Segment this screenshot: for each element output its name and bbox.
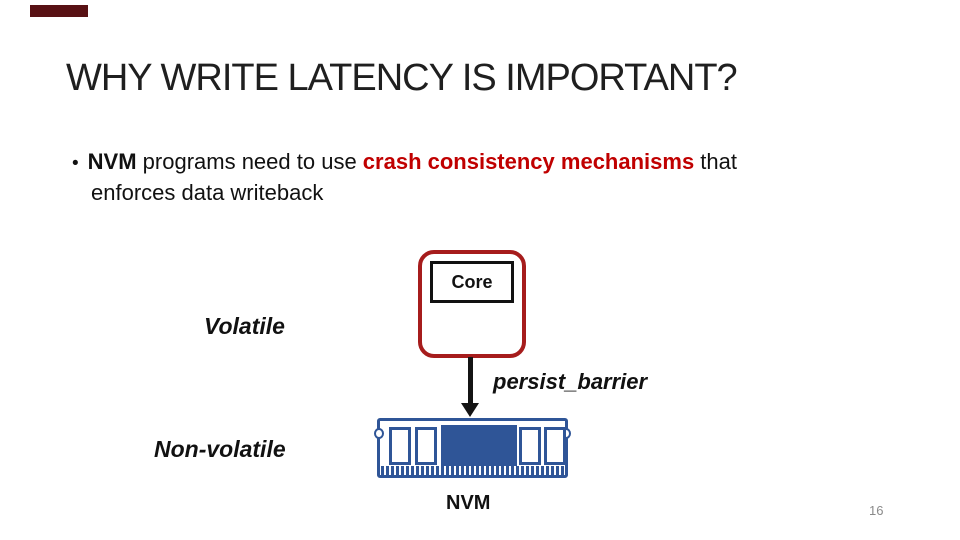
page-title: WHY WRITE LATENCY IS IMPORTANT? xyxy=(66,57,738,99)
core-label: Core xyxy=(451,271,493,292)
nvm-dimm-icon xyxy=(374,418,571,478)
nonvolatile-label: Non-volatile xyxy=(154,436,286,462)
bullet-text-nvm: NVM xyxy=(87,149,137,174)
core-box: Core xyxy=(430,261,514,303)
dimm-notch-left-icon xyxy=(374,428,384,439)
dimm-chip-icon xyxy=(519,427,541,465)
bullet-text-crash-consistency: crash consistency mechanisms xyxy=(362,149,695,174)
dimm-chip-icon xyxy=(544,427,566,465)
top-accent-bar xyxy=(30,5,88,17)
bullet-marker: • xyxy=(72,153,79,174)
nvm-label: NVM xyxy=(446,492,491,514)
bullet-item: • NVM programs need to use crash consiste… xyxy=(72,149,737,175)
down-arrow-icon xyxy=(468,357,473,404)
volatile-label: Volatile xyxy=(204,313,285,339)
dimm-chip-icon xyxy=(389,427,411,465)
down-arrow-head-icon xyxy=(461,403,479,417)
dimm-chip-icon xyxy=(415,427,437,465)
dimm-chip-large-icon xyxy=(441,425,517,467)
page-number: 16 xyxy=(869,503,884,518)
dimm-pins-icon xyxy=(381,466,564,475)
bullet-text-tail: that xyxy=(694,149,737,174)
bullet-text-normal: programs need to use xyxy=(136,149,363,174)
bullet-item-line2: enforces data writeback xyxy=(91,180,324,205)
persist-barrier-label: persist_barrier xyxy=(493,369,648,394)
